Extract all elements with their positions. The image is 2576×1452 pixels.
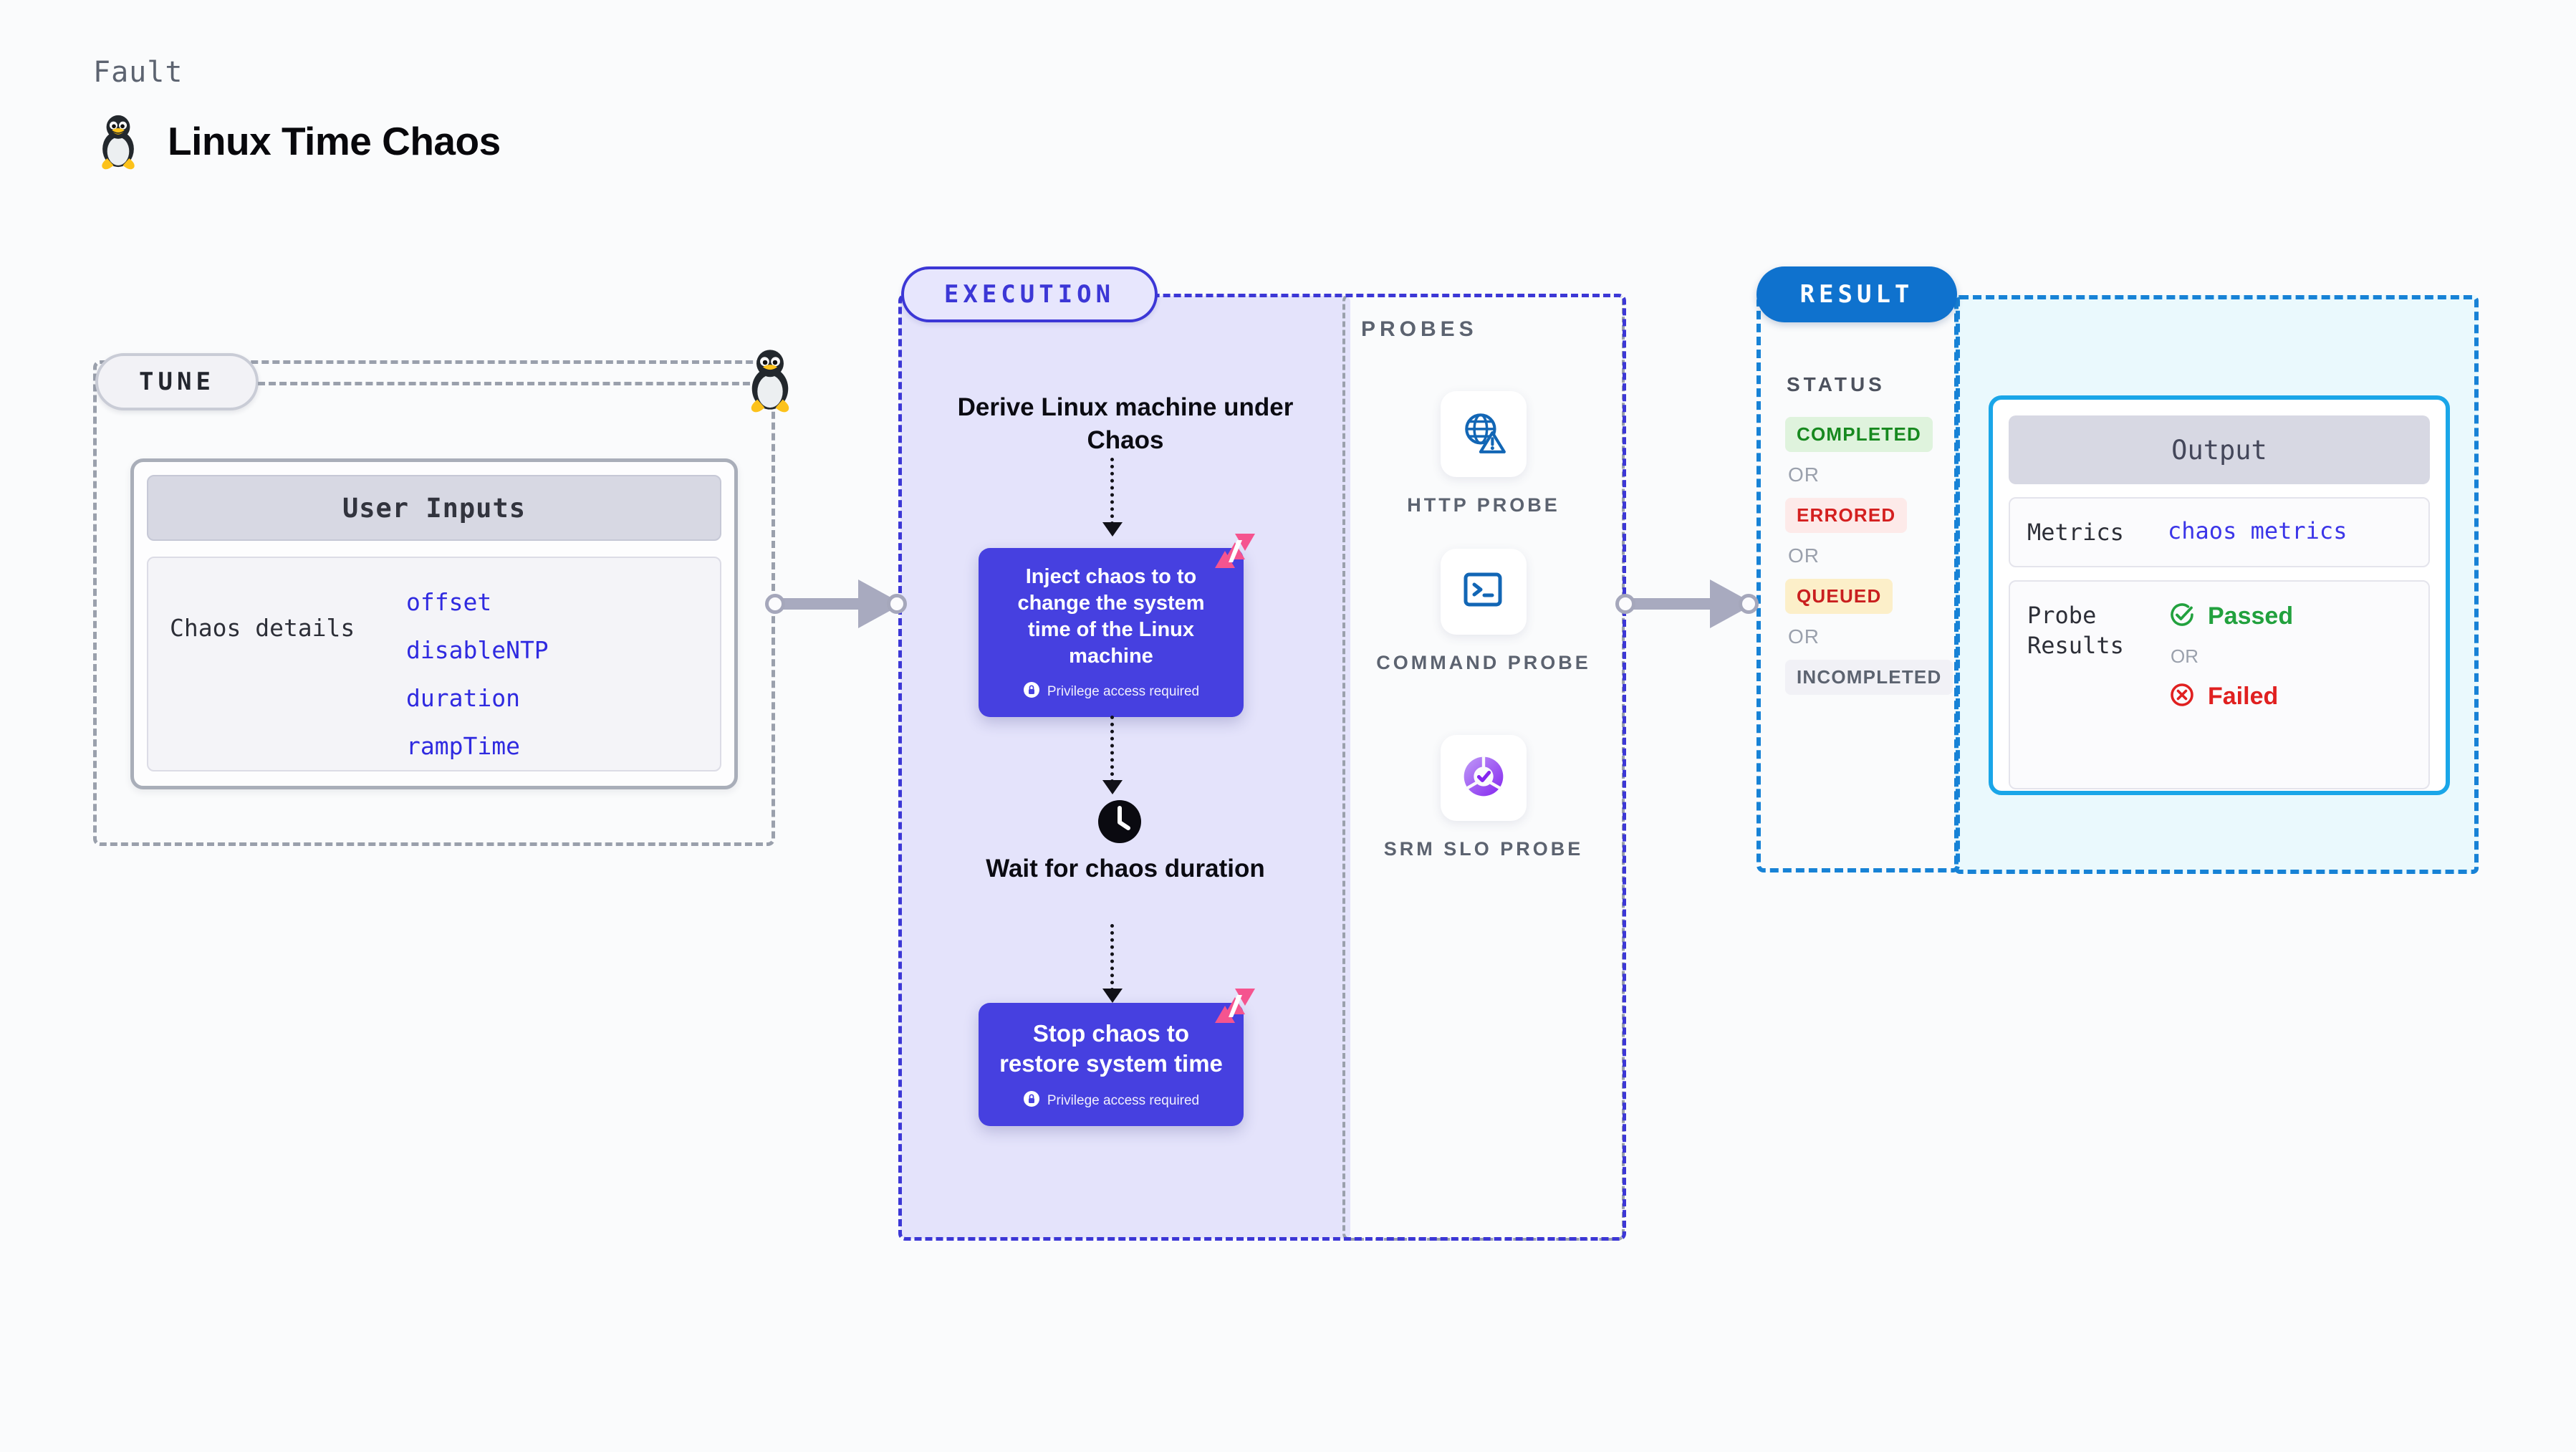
- probe-item-srm-slo[interactable]: SRM SLO PROBE: [1376, 735, 1591, 861]
- privilege-text: Privilege access required: [1047, 684, 1200, 700]
- probe-caption: HTTP PROBE: [1407, 494, 1560, 516]
- output-metrics-row: Metrics chaos metrics: [2009, 497, 2430, 568]
- metrics-key: Metrics: [2027, 519, 2124, 546]
- flow-arrow-1: [1102, 458, 1123, 537]
- probe-item-command[interactable]: COMMAND PROBE: [1376, 549, 1591, 675]
- chaos-badge-icon: [1213, 532, 1256, 571]
- status-label: STATUS: [1787, 373, 1885, 395]
- execution-pill[interactable]: EXECUTION: [901, 266, 1158, 322]
- output-card: Output Metrics chaos metrics Probe Resul…: [1989, 395, 2450, 795]
- failed-label: Failed: [2208, 683, 2279, 711]
- privilege-text: Privilege access required: [1047, 1093, 1200, 1109]
- chaos-details-label: Chaos details: [170, 614, 355, 642]
- user-inputs-card: User Inputs Chaos details offset disable…: [130, 458, 738, 789]
- probes-label: PROBES: [1361, 317, 1478, 341]
- output-header: Output: [2009, 415, 2430, 484]
- lock-icon: [1023, 681, 1040, 703]
- probe-tile: [1441, 391, 1527, 477]
- linux-penguin-icon: [93, 111, 143, 171]
- connector-start-dot: [765, 594, 785, 614]
- globe-warning-icon: [1460, 409, 1507, 460]
- lock-icon: [1023, 1090, 1040, 1112]
- probe-result-failed: Failed: [2168, 681, 2293, 713]
- execution-step-title-2: Wait for chaos duration: [986, 855, 1265, 883]
- probe-caption: SRM SLO PROBE: [1383, 838, 1584, 860]
- chaos-details-row: Chaos details offset disableNTP duration…: [147, 557, 721, 771]
- status-badge-queued: QUEUED: [1785, 579, 1893, 614]
- probe-tile: [1441, 735, 1527, 821]
- status-badge-errored: ERRORED: [1785, 498, 1908, 533]
- probe-results-values: Passed OR Failed: [2168, 600, 2293, 769]
- status-or-2: OR: [1788, 544, 1820, 567]
- user-inputs-header: User Inputs: [147, 475, 721, 541]
- connector-end-dot: [1739, 594, 1759, 614]
- card-text: Inject chaos to to change the system tim…: [1017, 565, 1205, 668]
- status-or-1: OR: [1788, 463, 1820, 486]
- chaos-badge-icon: [1213, 987, 1256, 1026]
- execution-step-title-1: Derive Linux machine under Chaos: [957, 393, 1294, 454]
- metrics-value: chaos metrics: [2168, 517, 2347, 544]
- probe-caption: COMMAND PROBE: [1376, 652, 1591, 673]
- page-header: Linux Time Chaos: [93, 111, 501, 171]
- input-disablentp: disableNTP: [406, 636, 549, 664]
- slo-donut-check-icon: [1458, 751, 1509, 805]
- result-pill[interactable]: RESULT: [1756, 266, 1957, 322]
- tune-dashed-connector: [258, 382, 761, 385]
- execution-card-inject-chaos[interactable]: Inject chaos to to change the system tim…: [979, 534, 1255, 718]
- connector-execution-to-result: [1615, 580, 1759, 628]
- x-circle-icon: [2168, 681, 2196, 713]
- connector-shaft: [1631, 598, 1716, 610]
- connector-shaft: [781, 598, 864, 610]
- clock-icon: [1097, 799, 1143, 845]
- execution-region: [898, 294, 1626, 1241]
- input-duration: duration: [406, 684, 520, 712]
- probe-results-key: Probe Results: [2027, 602, 2124, 660]
- terminal-icon: [1460, 569, 1507, 615]
- linux-penguin-icon: [739, 345, 801, 414]
- connector-tune-to-execution: [765, 580, 907, 628]
- probe-result-or: OR: [2171, 645, 2198, 668]
- status-or-3: OR: [1788, 625, 1820, 648]
- status-badge-completed: COMPLETED: [1785, 417, 1933, 452]
- connector-start-dot: [1615, 594, 1635, 614]
- chaos-details-values: offset disableNTP duration rampTime: [406, 582, 549, 770]
- probe-result-passed: Passed: [2168, 600, 2293, 633]
- execution-card-stop-chaos[interactable]: Stop chaos to restore system time Privil…: [979, 989, 1255, 1127]
- connector-end-dot: [887, 594, 907, 614]
- privilege-note: Privilege access required: [994, 1090, 1228, 1112]
- status-list: COMPLETED OR ERRORED OR QUEUED OR INCOMP…: [1785, 417, 1957, 695]
- input-offset: offset: [406, 588, 492, 616]
- input-ramptime: rampTime: [406, 732, 520, 760]
- output-probe-results-row: Probe Results Passed OR: [2009, 580, 2430, 790]
- flow-arrow-3: [1102, 924, 1123, 1003]
- card-text: Stop chaos to restore system time: [999, 1020, 1223, 1077]
- probe-item-http[interactable]: HTTP PROBE: [1376, 391, 1591, 517]
- page-kicker: Fault: [93, 56, 183, 89]
- flow-arrow-2: [1102, 716, 1123, 794]
- check-circle-icon: [2168, 600, 2196, 633]
- status-badge-incompleted: INCOMPLETED: [1785, 660, 1953, 695]
- tune-pill[interactable]: TUNE: [95, 353, 259, 410]
- probe-tile: [1441, 549, 1527, 635]
- passed-label: Passed: [2208, 602, 2294, 630]
- privilege-note: Privilege access required: [994, 681, 1228, 703]
- page-title: Linux Time Chaos: [168, 119, 501, 163]
